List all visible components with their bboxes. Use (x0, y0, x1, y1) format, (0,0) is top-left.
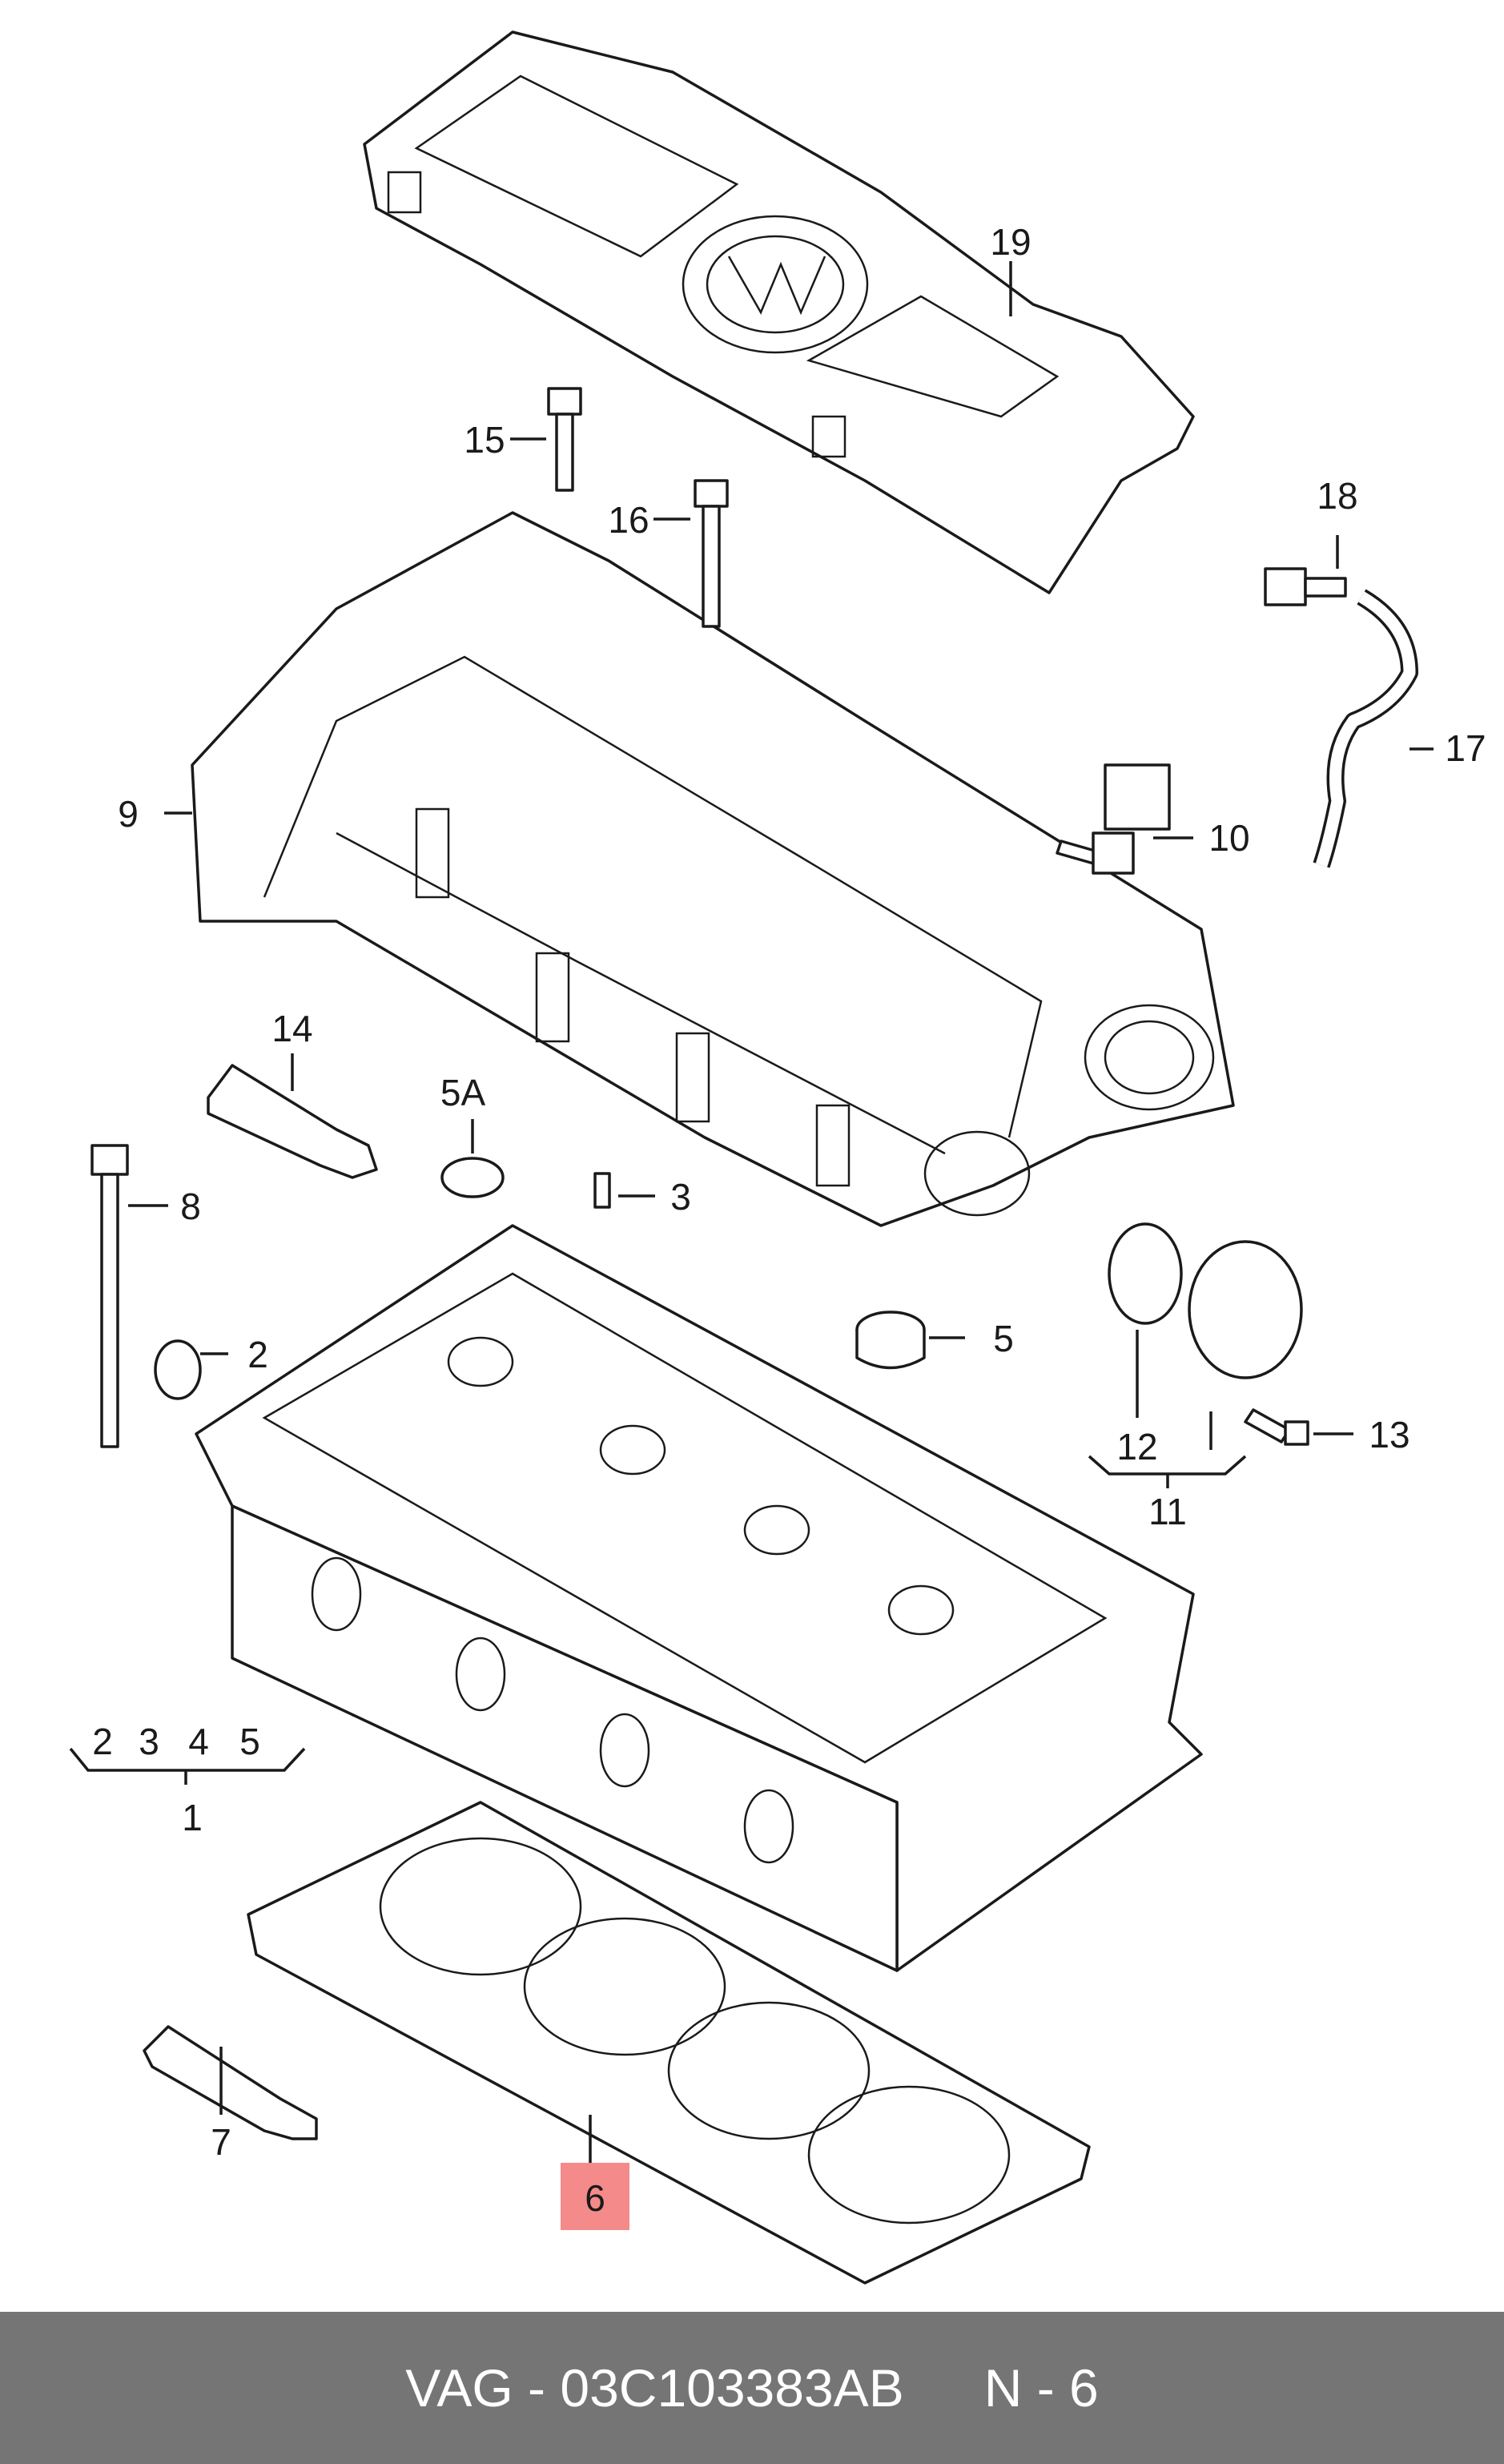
sensor-10 (1056, 763, 1171, 875)
part-number-footer: VAG - 03C103383AB N - 6 (0, 2312, 1504, 2464)
callout-2b: 2 (92, 1721, 113, 1762)
cylinder-head (195, 1224, 1203, 1972)
callout-13: 13 (1369, 1414, 1409, 1455)
cylinder-head-gasket (247, 1801, 1091, 2285)
callout-19: 19 (990, 221, 1031, 263)
callout-18: 18 (1317, 475, 1357, 517)
callout-9: 9 (118, 793, 139, 835)
callout-16: 16 (608, 499, 649, 541)
callout-12: 12 (1116, 1426, 1157, 1468)
callout-2: 2 (247, 1334, 268, 1375)
sealing-plug (154, 1339, 202, 1400)
parts-diagram: 19 15 16 18 17 9 10 14 5A 8 3 2 5 12 13 … (69, 30, 1486, 2285)
bolt-16 (694, 479, 729, 628)
callout-3: 3 (670, 1176, 691, 1218)
leader-lines (69, 261, 1434, 2163)
callout-14: 14 (271, 1008, 312, 1049)
seal-5a (440, 1157, 505, 1198)
callout-6: 6 (585, 2177, 605, 2219)
hose-17 (1313, 589, 1418, 868)
seal-5-body (855, 1330, 926, 1370)
callout-5b: 5 (239, 1721, 260, 1762)
dowel-pin (593, 1172, 611, 1209)
callout-11: 11 (1148, 1491, 1187, 1532)
cylinder-head-cover (191, 511, 1235, 1227)
callout-3b: 3 (139, 1721, 159, 1762)
callout-4: 4 (188, 1721, 209, 1762)
callout-5a: 5A (440, 1072, 486, 1113)
highlight-box (561, 2163, 629, 2230)
vacuum-pump (1188, 1240, 1303, 1379)
callout-7: 7 (211, 2121, 231, 2163)
sealant-tube-14 (207, 1064, 378, 1179)
o-ring-12 (1108, 1222, 1183, 1325)
reference-text: N - 6 (983, 2358, 1099, 2418)
callout-17: 17 (1445, 727, 1486, 769)
callout-8: 8 (180, 1186, 201, 1227)
head-bolt-8 (90, 1144, 129, 1448)
callout-1: 1 (182, 1797, 203, 1838)
bolt-13 (1244, 1408, 1309, 1446)
bolt-15 (547, 387, 582, 492)
sealant-tube-7 (143, 2025, 318, 2140)
sensor-18 (1264, 567, 1347, 606)
callout-10: 10 (1208, 817, 1249, 859)
callout-labels: 19 15 16 18 17 9 10 14 5A 8 3 2 5 12 13 … (92, 221, 1486, 2219)
engine-cover (363, 30, 1195, 594)
callout-5: 5 (993, 1318, 1014, 1359)
callout-15: 15 (464, 419, 505, 461)
part-number-text: VAG - 03C103383AB (405, 2358, 904, 2418)
